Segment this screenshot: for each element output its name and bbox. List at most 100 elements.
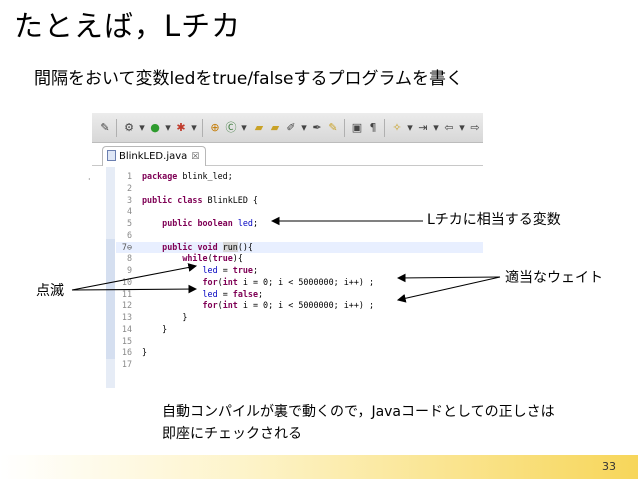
line-number: 4	[126, 206, 132, 217]
code-token: =	[217, 265, 233, 275]
toolbar-separator	[344, 119, 345, 137]
code-token: true	[212, 253, 233, 264]
code-line[interactable]: 10 for(int i = 0; i < 5000000; i++) ;	[116, 277, 483, 289]
code-token: ;	[252, 265, 259, 275]
paragraph-icon[interactable]: ¶	[369, 121, 377, 134]
code-token: led	[202, 265, 218, 275]
line-number: 6	[126, 229, 132, 240]
code-line[interactable]: 16}	[116, 347, 483, 359]
note-line-2: 即座にチェックされる	[162, 426, 302, 442]
line-number: 7⊖	[121, 241, 132, 252]
next-icon[interactable]: ⇥	[418, 121, 428, 134]
toolbar-separator	[202, 119, 203, 137]
close-icon[interactable]: ☒	[191, 152, 200, 162]
chevron-down-icon[interactable]: ▾	[459, 121, 465, 134]
gear-icon[interactable]: ⚙	[124, 121, 134, 134]
code-token: }	[142, 347, 148, 358]
annotation-variable: Lチカに相当する変数	[427, 212, 561, 228]
note-text: 自動コンパイルが裏で動くので，Javaコードとしての正しさは 即座にチェックされ…	[162, 401, 555, 445]
code-token: (){	[237, 241, 253, 252]
fold-range-marker	[106, 239, 115, 359]
code-line[interactable]: 14 }	[116, 324, 483, 336]
slide-title: たとえば，Lチカ	[14, 9, 242, 43]
toolbar-separator	[384, 119, 385, 137]
line-number: 14	[121, 323, 132, 334]
line-number: 9	[126, 265, 132, 275]
chevron-down-icon[interactable]: ▾	[191, 121, 197, 134]
code-token: for	[202, 276, 218, 287]
brush-icon[interactable]: ✐	[286, 121, 296, 134]
chevron-down-icon[interactable]: ▾	[301, 121, 307, 134]
code-token: public class	[142, 194, 203, 205]
page-number: 33	[602, 460, 616, 473]
note-line-1: 自動コンパイルが裏で動くので，Javaコードとしての正しさは	[162, 404, 555, 420]
line-number: 5	[126, 218, 132, 228]
editor-tab-label: BlinkLED.java	[119, 151, 188, 162]
line-number: 10	[121, 276, 132, 287]
code-line[interactable]: 4	[116, 206, 483, 218]
code-token: run	[222, 241, 238, 252]
tool-icon[interactable]: ✎	[100, 121, 110, 134]
java-file-icon	[107, 150, 116, 161]
code-line[interactable]: 11 led = false;	[116, 289, 483, 301]
code-token: public void	[162, 241, 218, 252]
code-token: (	[207, 253, 213, 264]
arrow-to-led-true	[71, 263, 198, 291]
code-token: while	[182, 253, 208, 264]
code-line[interactable]: 8 while(true){	[116, 253, 483, 265]
footer-band	[0, 455, 638, 479]
chevron-down-icon[interactable]: ▾	[165, 121, 171, 134]
bullet-dot: ·	[88, 175, 91, 184]
folder-icon[interactable]: ▰	[270, 121, 280, 134]
code-token: blink_led;	[177, 171, 233, 181]
forward-arrow-icon[interactable]: ⇨	[470, 121, 480, 134]
code-token: =	[217, 288, 233, 299]
chevron-down-icon[interactable]: ▾	[433, 121, 439, 134]
line-number: 15	[121, 335, 132, 346]
line-number: 13	[121, 312, 132, 322]
annotation-wait: 適当なウェイト	[505, 270, 603, 286]
chevron-down-icon[interactable]: ▾	[407, 121, 413, 134]
code-line[interactable]: 12 for(int i = 0; i < 5000000; i++) ;	[116, 300, 483, 312]
code-line[interactable]: 15	[116, 336, 483, 348]
code-token: }	[142, 312, 188, 322]
line-number: 16	[121, 347, 132, 358]
code-token: BlinkLED {	[202, 194, 258, 205]
code-line[interactable]: 6	[116, 230, 483, 242]
code-token: (	[217, 276, 223, 287]
arrow-to-wait-line-10	[396, 273, 501, 283]
annotation-icon[interactable]: ✧	[392, 121, 402, 134]
code-line[interactable]: 3 public class BlinkLED {	[116, 195, 483, 207]
line-number: 1	[126, 171, 132, 181]
code-token: int	[222, 300, 238, 311]
code-token: led	[237, 218, 253, 228]
editor-tab-bar: BlinkLED.java☒	[92, 144, 483, 166]
new-class-icon[interactable]: Ⓒ	[225, 121, 237, 134]
code-line[interactable]: 7⊖ public void run(){	[116, 241, 483, 254]
open-folder-icon[interactable]: ▰	[254, 121, 264, 134]
run-icon[interactable]: ●	[150, 121, 160, 134]
highlight-icon[interactable]: ✎	[328, 121, 338, 134]
debug-icon[interactable]: ✱	[176, 121, 186, 134]
back-arrow-icon[interactable]: ⇦	[444, 121, 454, 134]
pen-icon[interactable]: ✒	[312, 121, 322, 134]
code-line[interactable]: 2	[116, 183, 483, 195]
line-number: 8	[126, 253, 132, 264]
code-line[interactable]: 13 }	[116, 312, 483, 324]
chevron-down-icon[interactable]: ▾	[139, 121, 145, 134]
ide-toolbar: ✎ ⚙ ▾ ● ▾ ✱ ▾ ⊕ Ⓒ ▾ ▰ ▰ ✐ ▾ ✒ ✎ ▣ ¶ ✧ ▾ …	[92, 113, 483, 143]
new-package-icon[interactable]: ⊕	[210, 121, 220, 134]
line-number: 2	[126, 182, 132, 193]
code-line[interactable]: 9 led = true;	[116, 265, 483, 277]
chevron-down-icon[interactable]: ▾	[241, 121, 247, 134]
editor-tab-blinkled[interactable]: BlinkLED.java☒	[102, 146, 207, 166]
code-line[interactable]: 5 public boolean led;	[116, 218, 483, 230]
code-line[interactable]: 17	[116, 359, 483, 371]
code-token: public boolean	[162, 218, 233, 228]
code-token: ){	[232, 253, 243, 264]
window-icon[interactable]: ▣	[351, 121, 363, 134]
annotation-blink: 点滅	[36, 283, 64, 299]
line-number: 11	[121, 288, 132, 299]
line-number: 3	[126, 194, 132, 205]
